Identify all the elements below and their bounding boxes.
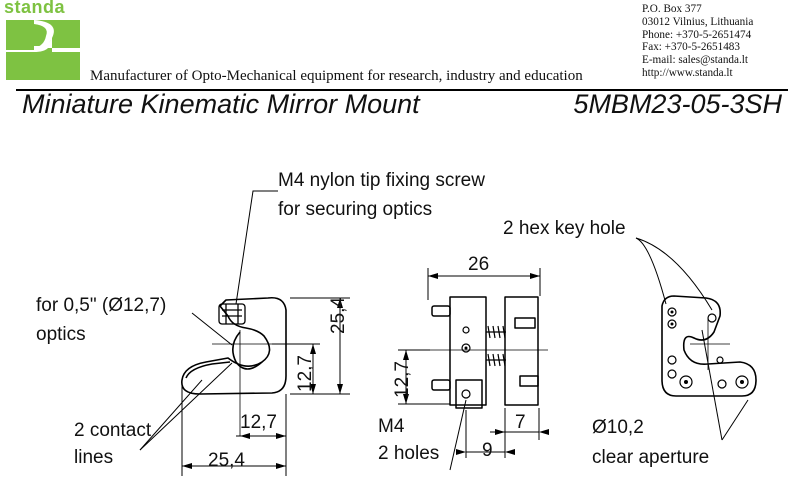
page-title: Miniature Kinematic Mirror Mount xyxy=(22,89,420,119)
fixing-screw xyxy=(218,303,246,325)
contact-phone: Phone: +370-5-2651474 xyxy=(642,28,752,41)
front-body-outline xyxy=(181,296,287,395)
hex-key-callout: 2 hex key hole xyxy=(503,218,626,239)
side-front-plate xyxy=(504,296,539,406)
dim-side-offset-9: 9 xyxy=(482,440,493,461)
company-tagline: Manufacturer of Opto-Mechanical equipmen… xyxy=(90,68,583,84)
dim-front-center-x: 12,7 xyxy=(240,412,277,433)
contact-fax: Fax: +370-5-2651483 xyxy=(642,41,740,54)
optics-callout-line2: optics xyxy=(36,324,86,345)
contact-block: P.O. Box 377 03012 Vilnius, Lithuania Ph… xyxy=(642,3,753,80)
contact-address: P.O. Box 377 xyxy=(642,3,702,15)
dim-side-width: 26 xyxy=(468,254,490,275)
dim-side-offset-7: 7 xyxy=(515,412,526,433)
dim-front-width: 25,4 xyxy=(208,450,245,471)
contact-lines-callout-line1: 2 contact xyxy=(74,420,152,441)
aperture-callout-line1: Ø10,2 xyxy=(592,417,644,438)
model-number: 5MBM23-05-3SH xyxy=(573,89,782,119)
contact-email: E-mail: sales@standa.lt xyxy=(642,54,748,67)
header-rule xyxy=(16,89,788,91)
aperture-callout-line2: clear aperture xyxy=(592,447,710,468)
contact-lines-callout-line2: lines xyxy=(74,447,114,468)
screw-callout-line2: for securing optics xyxy=(278,199,433,220)
contact-website: http://www.standa.lt xyxy=(642,66,733,79)
screw-callout-line1: M4 nylon tip fixing screw xyxy=(278,170,485,191)
m4-callout-line1: M4 xyxy=(378,416,405,437)
contact-city: 03012 Vilnius, Lithuania xyxy=(642,15,754,28)
m4-callout-line2: 2 holes xyxy=(378,443,440,464)
standa-logo-icon xyxy=(6,20,80,80)
rear-body-outline xyxy=(661,295,757,397)
optics-callout-line1: for 0,5" (Ø12,7) xyxy=(36,295,167,316)
side-back-plate xyxy=(449,296,487,406)
logo-text: standa xyxy=(4,0,66,17)
